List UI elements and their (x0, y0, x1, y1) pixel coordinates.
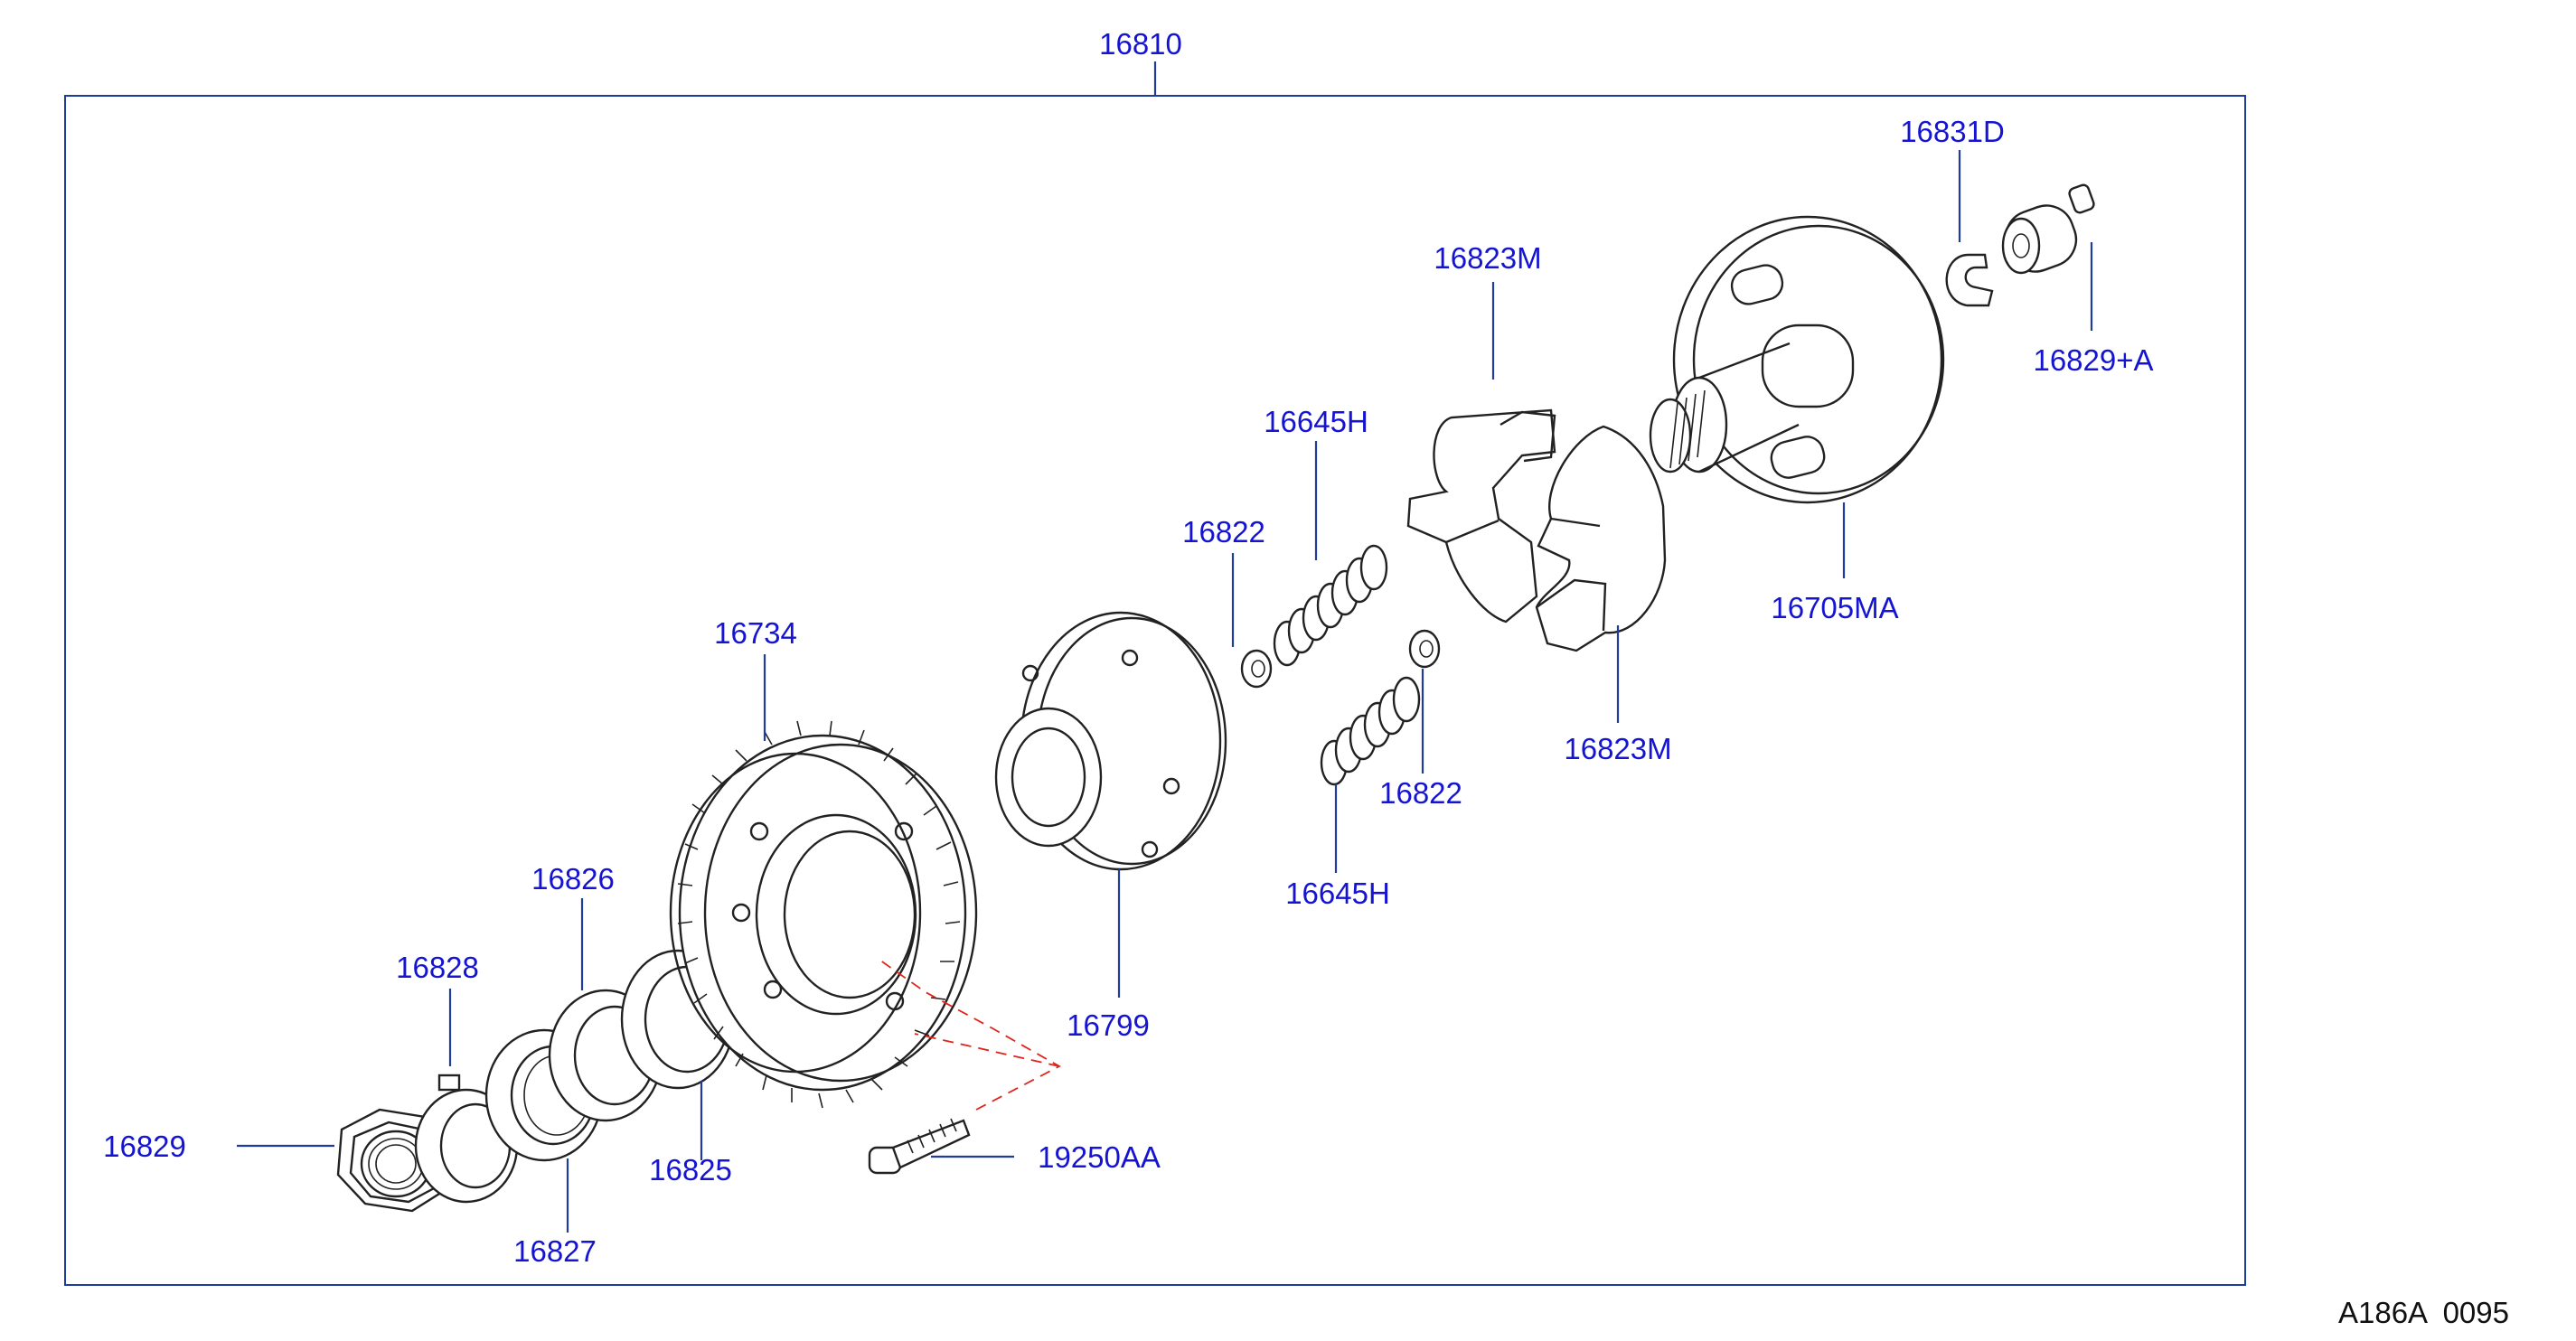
snap-ring-part (1945, 253, 1994, 307)
label-16829: 16829 (103, 1130, 186, 1163)
label-16825: 16825 (649, 1153, 732, 1186)
label-16828: 16828 (396, 951, 479, 984)
label-16827: 16827 (513, 1234, 597, 1268)
alignment-dashes (876, 957, 1061, 1111)
label-16826: 16826 (531, 862, 615, 896)
label-16822-lower: 16822 (1379, 776, 1462, 810)
drawing-code: A186A 0095 (2338, 1296, 2509, 1329)
label-16734: 16734 (714, 616, 797, 650)
label-16645H-lower: 16645H (1285, 877, 1390, 910)
label-16823M-upper: 16823M (1434, 241, 1541, 275)
flange-shaft-part (1649, 215, 1945, 504)
cap-part (2001, 183, 2095, 275)
label-19250AA: 19250AA (1038, 1140, 1161, 1174)
small-washer-upper-part (1240, 649, 1273, 689)
assembly-label: 16810 (1099, 27, 1182, 61)
weight-lower-part (1535, 425, 1667, 652)
label-16823M-lower: 16823M (1564, 732, 1671, 765)
bolt-part (868, 1118, 971, 1175)
label-16829A: 16829+A (2033, 343, 2153, 377)
spring-upper-part (1273, 544, 1388, 667)
label-16645H-upper: 16645H (1264, 405, 1368, 438)
label-16799: 16799 (1067, 1008, 1150, 1042)
gear-part (669, 720, 978, 1109)
spring-lower-part (1320, 676, 1421, 786)
label-16831D: 16831D (1900, 115, 2005, 148)
hub-part (994, 611, 1227, 871)
weight-upper-part (1406, 408, 1556, 624)
small-washer-lower-part (1408, 629, 1441, 669)
label-16705MA: 16705MA (1771, 591, 1898, 624)
label-16822-upper: 16822 (1182, 515, 1265, 549)
